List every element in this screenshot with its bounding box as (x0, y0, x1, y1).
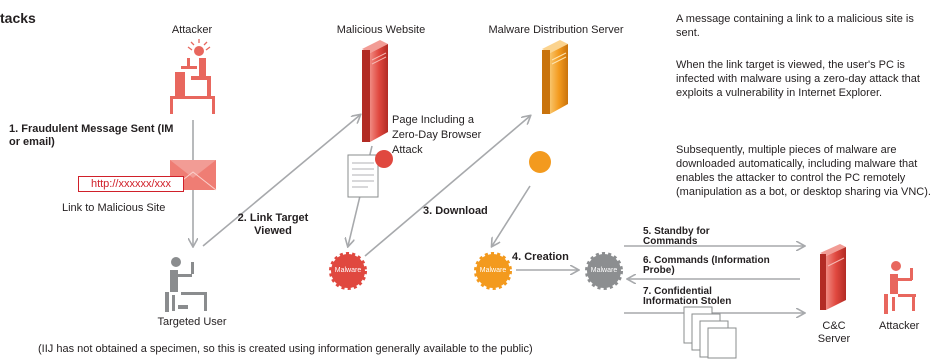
label-zero-day-page: Page Including a Zero-Day Browser Attack (392, 114, 482, 156)
arrow-user-to-website (202, 115, 360, 247)
small-malware-red-icon (375, 150, 393, 168)
malware-gray-label: Malware (590, 267, 618, 274)
stolen-documents-stack-icon (683, 306, 737, 359)
malware-red-icon (329, 252, 367, 290)
arrow-distribution-download (492, 185, 531, 246)
step-7-label: 7. Confidential Information Stolen (643, 286, 732, 307)
attacker-left-icon (170, 39, 215, 114)
zero-day-page-document-icon (347, 154, 379, 198)
message-envelope-icon (169, 160, 217, 191)
small-malware-orange-icon (529, 151, 551, 173)
malicious-url-link[interactable]: http://xxxxxx/xxx (78, 176, 184, 192)
label-link-to-site: Link to Malicious Site (62, 202, 166, 214)
footnote: (IIJ has not obtained a specimen, so thi… (38, 343, 533, 355)
arrow-user-to-distribution (364, 116, 530, 257)
label-malicious-website: Malicious Website (336, 24, 426, 36)
description-paragraph-3: Subsequently, multiple pieces of malware… (676, 144, 931, 198)
malware-orange-icon (474, 252, 512, 290)
targeted-user-icon (165, 257, 207, 312)
step-5-label: 5. Standby for Commands (643, 226, 710, 247)
malware-orange-label: Malware (479, 267, 507, 274)
step-3-label: 3. Download (423, 205, 488, 217)
malware-distribution-server-icon (542, 40, 568, 114)
attacker-right-icon (884, 261, 916, 314)
step-6-label: 6. Commands (Information Probe) (643, 255, 770, 276)
label-targeted-user: Targeted User (157, 316, 227, 328)
description-paragraph-2: When the link target is viewed, the user… (676, 59, 920, 99)
diagram-title: tacks (0, 10, 36, 26)
step-4-label: 4. Creation (512, 251, 569, 263)
malware-red-label: Malware (334, 267, 362, 274)
step-2-label: 2. Link Target Viewed (237, 212, 309, 237)
malicious-website-server-icon (362, 40, 388, 142)
label-attacker-right: Attacker (879, 320, 920, 332)
malware-gray-icon (585, 252, 623, 290)
label-attacker-left: Attacker (171, 24, 213, 36)
label-malware-server: Malware Distribution Server (488, 24, 624, 36)
description-paragraph-1: A message containing a link to a malicio… (676, 13, 914, 39)
label-cc-server: C&C Server (817, 320, 851, 345)
step-1-label: 1. Fraudulent Message Sent (IM or email) (9, 123, 174, 148)
cc-server-icon (820, 244, 846, 310)
